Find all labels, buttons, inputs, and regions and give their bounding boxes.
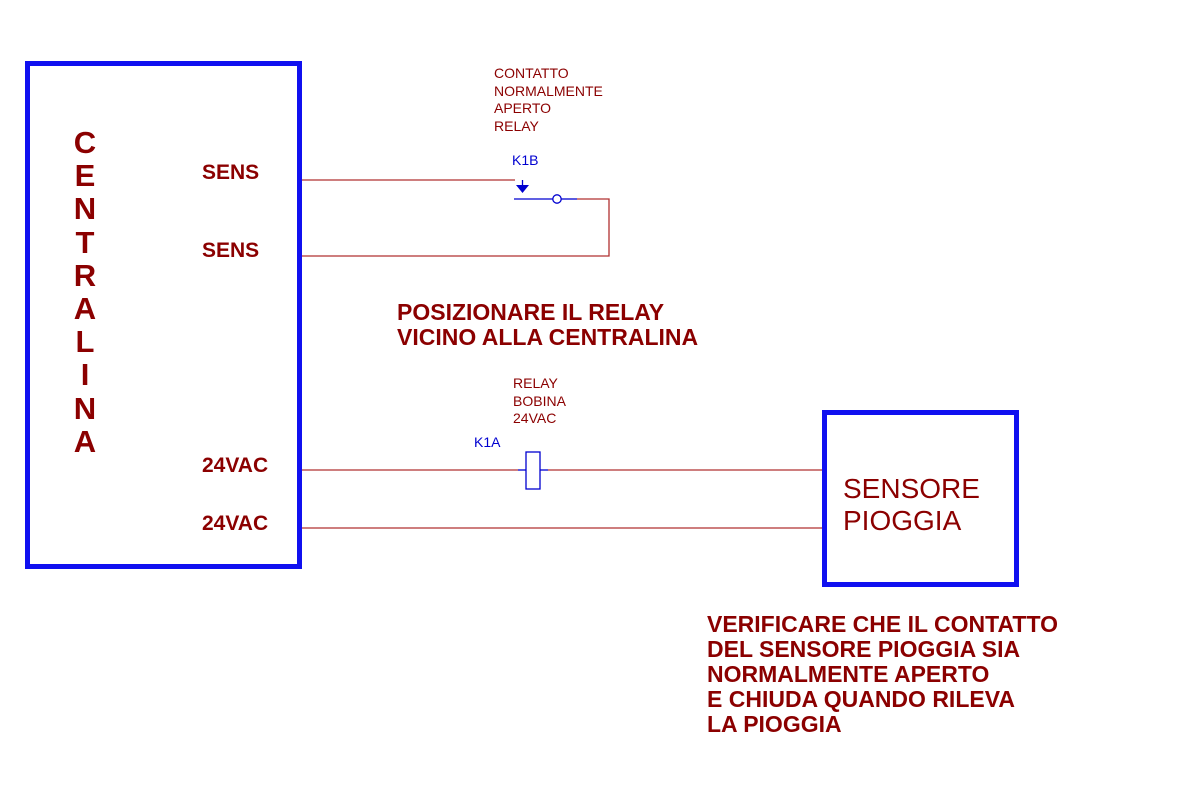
note-line: LA PIOGGIA [707, 711, 842, 737]
note-line: POSIZIONARE IL RELAY [397, 299, 665, 325]
relay-coil-symbol [525, 451, 541, 490]
centralina-letter: A [73, 423, 97, 459]
relay-contact-desc-line: NORMALMENTE [494, 82, 603, 99]
wire-sens-2 [302, 198, 610, 257]
relay-coil-desc-line: 24VAC [513, 410, 557, 426]
centralina-letter: N [73, 191, 97, 227]
contact-terminal [552, 194, 562, 204]
centralina-letter: E [74, 158, 96, 194]
relay-coil-desc-line: BOBINA [513, 392, 566, 409]
relay-coil-desc-line: RELAY [513, 375, 558, 391]
terminal-sens-2: SENS [202, 239, 260, 262]
centralina-letter: T [75, 224, 95, 260]
sensor-label-line: PIOGGIA [843, 505, 962, 536]
relay-contact-desc-line: CONTATTO [494, 65, 569, 81]
terminal-24vac-1: 24VAC [202, 454, 269, 477]
centralina-letter: I [80, 357, 90, 393]
relay-contact-designator: K1B [512, 152, 539, 168]
note-sensor-check: VERIFICARE CHE IL CONTATTO DEL SENSORE P… [707, 612, 1058, 737]
note-line: VICINO ALLA CENTRALINA [397, 324, 699, 350]
note-line: VERIFICARE CHE IL CONTATTO [707, 611, 1058, 637]
terminal-24vac-2: 24VAC [202, 512, 269, 535]
sensor-label: SENSORE PIOGGIA [843, 473, 980, 537]
centralina-letter: L [75, 324, 95, 360]
note-line: E CHIUDA QUANDO RILEVA [707, 686, 1015, 712]
centralina-label: C E N T R A L I N A [60, 126, 110, 458]
relay-coil-description: RELAY BOBINA 24VAC [513, 375, 566, 428]
terminal-sens-1: SENS [202, 161, 260, 184]
relay-contact-desc-line: APERTO [494, 100, 552, 116]
sensore-pioggia-box [822, 410, 1019, 587]
relay-contact-description: CONTATTO NORMALMENTE APERTO RELAY [494, 65, 603, 135]
note-relay-position: POSIZIONARE IL RELAY VICINO ALLA CENTRAL… [397, 300, 698, 350]
centralina-letter: A [73, 291, 97, 327]
centralina-letter: C [73, 125, 97, 160]
centralina-letter: N [73, 390, 97, 426]
relay-contact-desc-line: RELAY [494, 117, 539, 134]
centralina-letter: R [73, 257, 97, 293]
contact-arrow [516, 185, 529, 193]
note-line: DEL SENSORE PIOGGIA SIA [707, 636, 1021, 662]
centralina-box [25, 61, 302, 569]
relay-coil-designator: K1A [474, 434, 501, 450]
note-line: NORMALMENTE APERTO [707, 661, 990, 687]
sensor-label-line: SENSORE [843, 473, 980, 504]
